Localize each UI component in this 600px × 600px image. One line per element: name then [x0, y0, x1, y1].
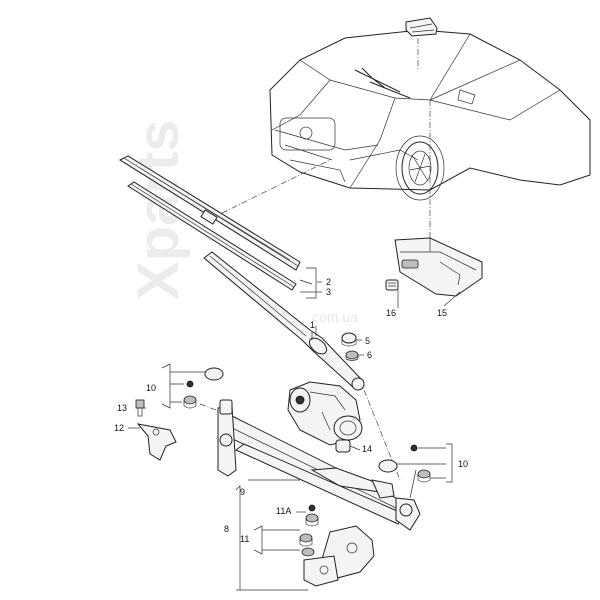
- wiper-arm-1: [203, 251, 365, 391]
- cap-5: [341, 332, 357, 347]
- wiper-blade-3: [127, 181, 297, 291]
- callout-1: 1: [310, 320, 315, 330]
- callout-8: 8: [224, 524, 229, 534]
- control-unit-15: [394, 237, 483, 297]
- callout-15: 15: [437, 308, 447, 318]
- right-fixing-parts-10: [378, 443, 453, 483]
- callout-2: 2: [326, 277, 331, 287]
- watermark-sub: com.ua: [312, 309, 358, 325]
- bracket-12: [136, 423, 177, 461]
- linkage-frame-9: [217, 399, 421, 531]
- watermark-main: Xparts: [126, 119, 191, 300]
- wiper-motor-14: [287, 381, 363, 453]
- car-illustration: [269, 29, 591, 201]
- callout-labels: 1 2 3 5 6 16 15 10 13 12 14 10 9 11A 11 …: [114, 277, 468, 544]
- watermark: Xparts com.ua: [126, 119, 358, 325]
- callout-16: 16: [386, 308, 396, 318]
- washer-nozzle-part: [405, 17, 438, 37]
- left-fixing-parts-10: [161, 363, 224, 411]
- callout-12: 12: [114, 423, 124, 433]
- callout-leaders: [128, 281, 461, 451]
- callout-10-left: 10: [146, 383, 156, 393]
- callout-11a: 11A: [276, 506, 291, 516]
- callout-10-right: 10: [458, 459, 468, 469]
- callout-9: 9: [240, 487, 245, 497]
- nut-6: [345, 350, 359, 361]
- callout-6: 6: [367, 350, 372, 360]
- callout-5: 5: [365, 336, 370, 346]
- callout-3: 3: [326, 287, 331, 297]
- callout-14: 14: [362, 444, 372, 454]
- bottom-fixing-parts-11: [235, 479, 375, 591]
- callout-11: 11: [240, 534, 249, 544]
- bracket-2-3: [299, 267, 317, 299]
- callout-13: 13: [117, 403, 127, 413]
- wiper-blade-2: [118, 155, 301, 271]
- connector-16: [385, 279, 399, 291]
